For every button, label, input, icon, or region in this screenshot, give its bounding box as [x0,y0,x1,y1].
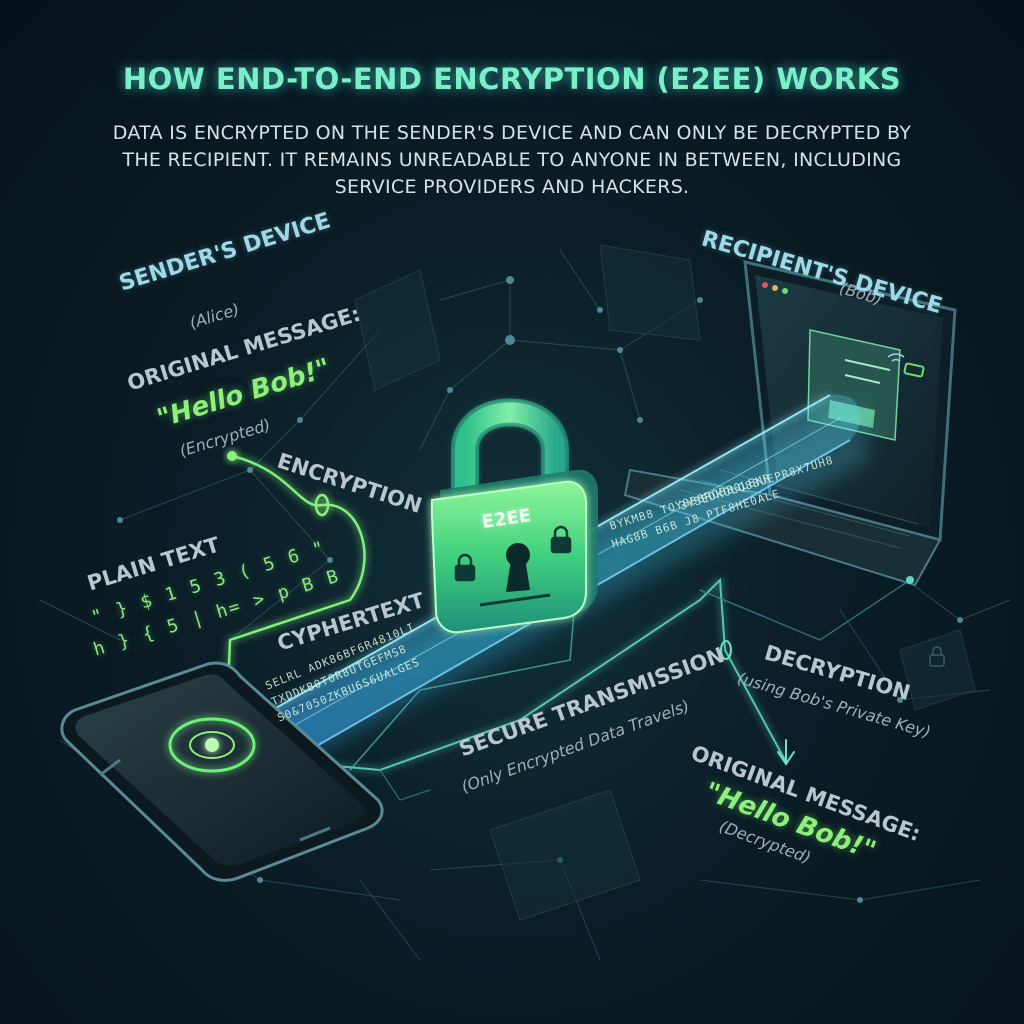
background-panels [354,244,976,921]
page-title: HOW END-TO-END ENCRYPTION (E2EE) WORKS [122,62,902,96]
page-subtitle: DATA IS ENCRYPTED ON THE SENDER'S DEVICE… [112,122,912,198]
small-lock-decoration [929,646,945,667]
padlock-icon [430,398,598,634]
keyhole-icon [506,543,530,592]
smartphone-icon [60,661,384,882]
circuit-paths [223,451,914,801]
